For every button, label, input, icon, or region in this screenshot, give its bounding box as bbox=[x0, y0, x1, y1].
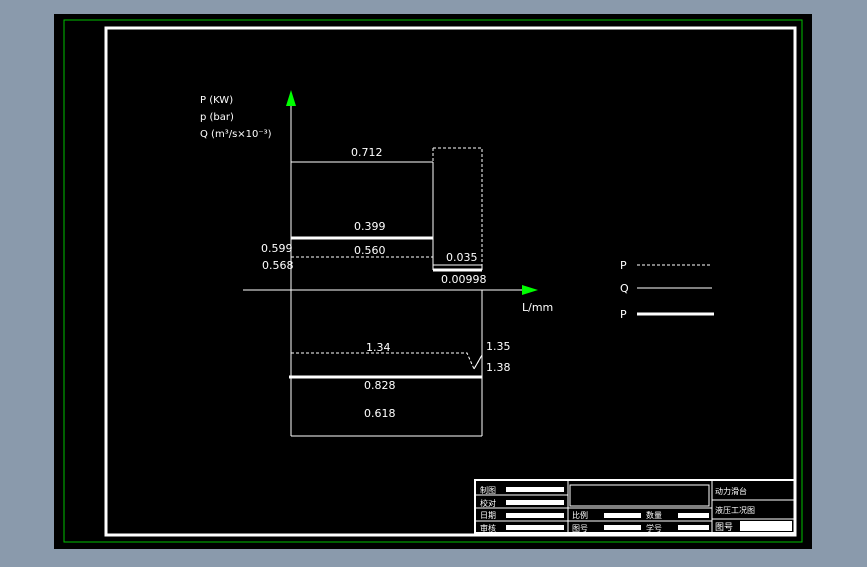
label-0035: 0.035 bbox=[446, 251, 478, 264]
upper-curves bbox=[291, 147, 483, 272]
tb-label-scale: 比例 bbox=[572, 510, 588, 520]
tb-label-drawing-no: 图号 bbox=[572, 524, 588, 533]
tb-label-date: 日期 bbox=[480, 511, 496, 520]
x-label: L/mm bbox=[522, 301, 553, 314]
label-00998: 0.00998 bbox=[441, 273, 487, 286]
label-0599: 0.599 bbox=[261, 242, 293, 255]
x-axis bbox=[243, 285, 538, 295]
label-0712: 0.712 bbox=[351, 146, 383, 159]
lower-curves bbox=[289, 290, 483, 437]
tb-title-sub: 液压工况图 bbox=[715, 505, 755, 515]
drawing-background bbox=[54, 14, 812, 549]
label-0568: 0.568 bbox=[262, 259, 294, 272]
y-axis-arrow-icon bbox=[286, 90, 296, 106]
legend-label-p-dashed: P bbox=[620, 259, 627, 272]
tb-title-main: 动力滑台 bbox=[715, 486, 747, 496]
title-block bbox=[474, 479, 796, 534]
drawing-border bbox=[104, 26, 797, 537]
tb-label-draw: 制图 bbox=[480, 485, 496, 495]
y-label-flow: Q (m³/s×10⁻³) bbox=[200, 129, 272, 140]
y-axis bbox=[286, 90, 296, 436]
x-axis-arrow-icon bbox=[522, 285, 538, 295]
label-0560: 0.560 bbox=[354, 244, 386, 257]
tb-label-check: 校对 bbox=[480, 498, 496, 508]
label-0399: 0.399 bbox=[354, 220, 386, 233]
y-label-pressure: p (bar) bbox=[200, 112, 234, 123]
label-134: 1.34 bbox=[366, 341, 391, 354]
tb-label-quantity: 数量 bbox=[646, 510, 662, 520]
label-138: 1.38 bbox=[486, 361, 511, 374]
label-0618: 0.618 bbox=[364, 407, 396, 420]
tb-label-student-no: 学号 bbox=[646, 523, 662, 533]
legend-label-p-thick: P bbox=[620, 308, 627, 321]
legend: P Q P bbox=[620, 259, 714, 321]
tb-label-review: 审核 bbox=[480, 523, 496, 533]
dashed-outline bbox=[433, 147, 483, 266]
tb-title-no: 图号 bbox=[715, 522, 733, 533]
label-0828: 0.828 bbox=[364, 379, 396, 392]
label-135: 1.35 bbox=[486, 340, 511, 353]
legend-label-q: Q bbox=[620, 282, 629, 295]
outer-frame bbox=[63, 19, 803, 543]
y-label-power: P (KW) bbox=[200, 95, 233, 106]
